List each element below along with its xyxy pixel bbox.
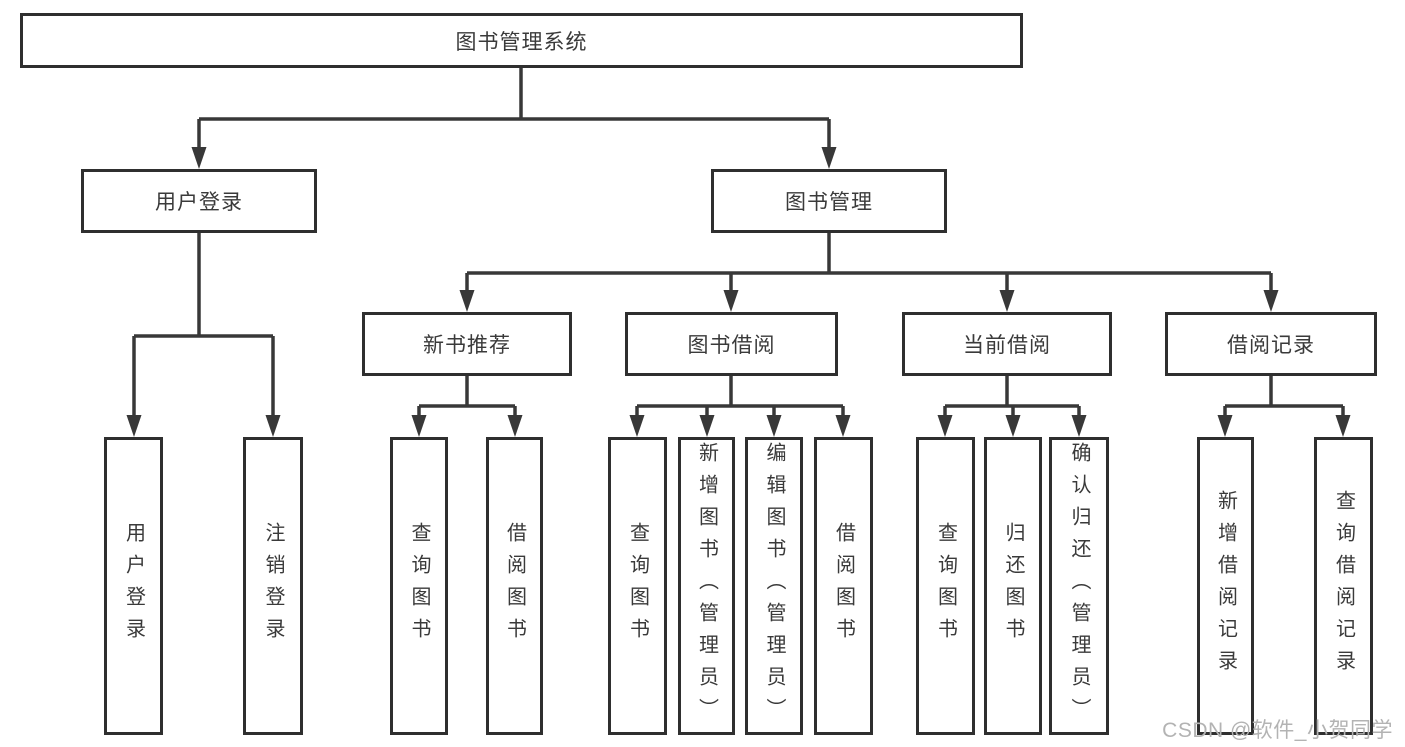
leaf-current-query-books: 查询图书 <box>916 437 975 735</box>
node-library-management-system: 图书管理系统 <box>20 13 1023 68</box>
leaf-borrow-books: 借阅图书 <box>814 437 873 735</box>
arrow-down-icon <box>629 415 645 437</box>
leaf-user-login: 用户登录 <box>104 437 163 735</box>
node-borrowing-records: 借阅记录 <box>1165 312 1377 376</box>
node-new-book-recommendation: 新书推荐 <box>362 312 572 376</box>
arrow-down-icon <box>999 290 1015 312</box>
node-user-login-group: 用户登录 <box>81 169 317 233</box>
leaf-add-books-admin: 新增图书（管理员） <box>678 437 735 735</box>
arrow-down-icon <box>1071 415 1087 437</box>
arrow-down-icon <box>1335 415 1351 437</box>
leaf-add-borrow-record: 新增借阅记录 <box>1197 437 1254 735</box>
leaf-return-books: 归还图书 <box>984 437 1042 735</box>
leaf-recommend-query-books: 查询图书 <box>390 437 448 735</box>
arrowheads <box>126 147 1351 437</box>
arrow-down-icon <box>1263 290 1279 312</box>
leaf-recommend-borrow-books: 借阅图书 <box>486 437 543 735</box>
arrow-down-icon <box>459 290 475 312</box>
leaf-borrow-query-books: 查询图书 <box>608 437 667 735</box>
arrow-down-icon <box>835 415 851 437</box>
leaf-edit-books-admin: 编辑图书（管理员） <box>745 437 803 735</box>
arrow-down-icon <box>411 415 427 437</box>
node-book-borrowing: 图书借阅 <box>625 312 838 376</box>
tree-edges <box>132 68 1345 418</box>
arrow-down-icon <box>265 415 281 437</box>
arrow-down-icon <box>699 415 715 437</box>
leaf-confirm-return-admin: 确认归还（管理员） <box>1049 437 1109 735</box>
arrow-down-icon <box>937 415 953 437</box>
arrow-down-icon <box>191 147 207 169</box>
arrow-down-icon <box>1005 415 1021 437</box>
arrow-down-icon <box>723 290 739 312</box>
arrow-down-icon <box>507 415 523 437</box>
node-current-borrowing: 当前借阅 <box>902 312 1112 376</box>
leaf-logout: 注销登录 <box>243 437 303 735</box>
leaf-query-borrow-record: 查询借阅记录 <box>1314 437 1373 735</box>
node-book-management-group: 图书管理 <box>711 169 947 233</box>
arrow-down-icon <box>821 147 837 169</box>
arrow-down-icon <box>1217 415 1233 437</box>
csdn-watermark: CSDN @软件_小贺同学 <box>1162 719 1393 742</box>
arrow-down-icon <box>766 415 782 437</box>
arrow-down-icon <box>126 415 142 437</box>
